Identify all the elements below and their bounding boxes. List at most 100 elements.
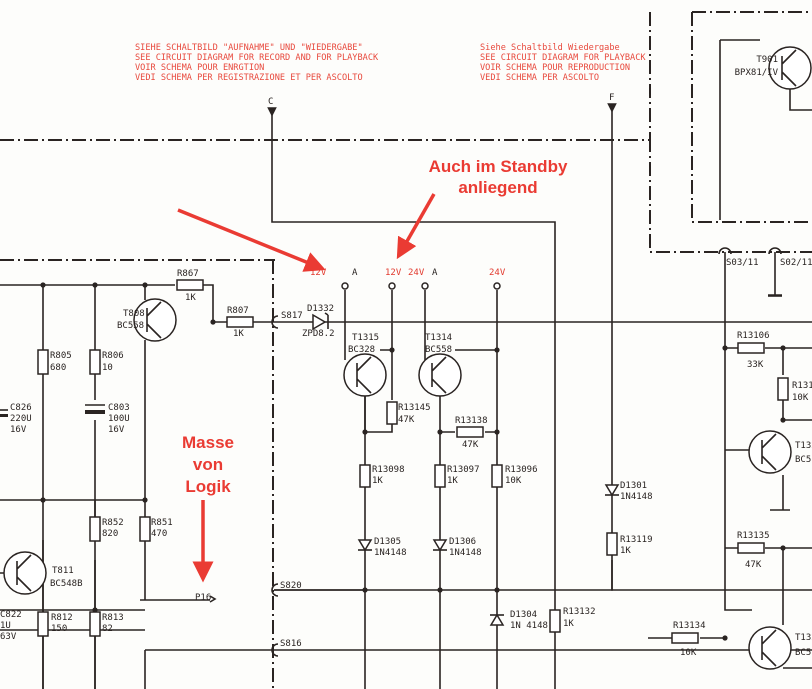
component-label-r807: 1K: [233, 329, 244, 339]
note-record-playback-line: VOIR SCHEMA POUR ENRGTION: [135, 63, 264, 73]
transistor-t132-upper: [748, 430, 792, 474]
junction-dot: [362, 587, 368, 593]
transistor-t1314: [418, 353, 462, 397]
annotation-text: Logik: [185, 477, 231, 496]
resistor-r812: [37, 611, 49, 637]
component-label-r13135: 47K: [745, 560, 762, 570]
connector-sockets: [209, 247, 782, 657]
component-label-d1332: D1332: [307, 304, 334, 314]
component-label-r812: 150: [51, 624, 67, 634]
resistor-r13119: [606, 532, 618, 556]
component-label-c803: C803: [108, 403, 130, 413]
connector-label: P16: [195, 593, 211, 603]
component-label-c822: 63V: [0, 632, 17, 642]
component-label-t1314: T1314: [425, 333, 452, 343]
component-label-r13145: 47K: [398, 415, 415, 425]
component-label-r813: 82: [102, 624, 113, 634]
component-label-t132: BC5: [795, 455, 811, 465]
resistor-r13135: [737, 542, 765, 554]
component-label-r13098: R13098: [372, 465, 405, 475]
component-label-r13119: R13119: [620, 535, 653, 545]
note-playback-line: VOIR SCHEMA POUR REPRODUCTION: [480, 63, 630, 73]
component-label-r13145: R13145: [398, 403, 431, 413]
component-label-d1301: 1N4148: [620, 492, 653, 502]
annotation-standby: Auch im Standby anliegend: [429, 157, 568, 197]
transistor-t1315: [343, 353, 387, 397]
component-label-r13134: R13134: [673, 621, 706, 631]
component-label-r13138: R13138: [455, 416, 488, 426]
component-label-r813: R813: [102, 613, 124, 623]
arrow-to-12v: [396, 193, 436, 260]
component-label-t808: BC558: [117, 321, 144, 331]
resistor-r806: [89, 349, 101, 375]
component-label-c803: 100U: [108, 414, 130, 424]
diode-d1305: [357, 539, 373, 552]
annotation-arrows: [177, 193, 436, 583]
component-label-r13097: 1K: [447, 476, 458, 486]
component-label-d1305: D1305: [374, 537, 401, 547]
connector-label: C: [268, 97, 273, 107]
junction-dot: [494, 347, 500, 353]
supply-label: 24V: [489, 268, 506, 278]
junction-dot: [494, 587, 500, 593]
component-label-t132: T132: [795, 633, 812, 643]
resistor-r851: [139, 516, 151, 542]
component-label-d1301: D1301: [620, 481, 647, 491]
connector-label: S817: [281, 311, 303, 321]
supply-label: A: [352, 268, 358, 278]
capacitor-c826: [0, 409, 8, 417]
junction-dot: [722, 345, 728, 351]
component-label-r806: R806: [102, 351, 124, 361]
component-label-r852: 820: [102, 529, 118, 539]
component-label-r1310: R1310: [792, 381, 812, 391]
component-label-d1304: 1N 4148: [510, 621, 548, 631]
component-label-d1305: 1N4148: [374, 548, 407, 558]
diode-d1304: [489, 613, 505, 626]
resistor-r13096: [491, 464, 503, 488]
junction-dot: [437, 429, 443, 435]
transistor-t811: [3, 551, 47, 595]
component-label-c826: C826: [10, 403, 32, 413]
component-label-r867: 1K: [185, 293, 196, 303]
resistor-r867: [176, 279, 204, 291]
component-label-r812: R812: [51, 613, 73, 623]
zener-diode-d1332: [312, 312, 329, 331]
transistor-t808: [133, 298, 177, 342]
transistor-t132-lower: [748, 626, 792, 670]
component-label-t901: BPX81/IV: [735, 68, 779, 78]
junction-dot: [780, 545, 786, 551]
supply-label: 24V: [408, 268, 425, 278]
component-label-r851: 470: [151, 529, 167, 539]
component-label-d1306: D1306: [449, 537, 476, 547]
supply-terminals: [341, 282, 501, 290]
junction-dot: [494, 429, 500, 435]
junction-dot: [780, 345, 786, 351]
component-label-d1306: 1N4148: [449, 548, 482, 558]
component-label-c822: 1U: [0, 621, 11, 631]
component-label-r13106: 33K: [747, 360, 764, 370]
resistor-r13145: [386, 401, 398, 425]
component-label-r807: R807: [227, 306, 249, 316]
transistor-t901: [768, 46, 812, 90]
arrow-to-12v-a: [177, 208, 326, 272]
component-label-t1315: T1315: [352, 333, 379, 343]
resistor-r813: [89, 611, 101, 637]
component-label-d1304: D1304: [510, 610, 537, 620]
note-record-playback-line: SIEHE SCHALTBILD "AUFNAHME" UND "WIEDERG…: [135, 43, 363, 53]
component-label-r806: 10: [102, 363, 113, 373]
supply-label: A: [432, 268, 438, 278]
annotation-text: von: [193, 455, 223, 474]
component-label-t132: T132: [795, 441, 812, 451]
component-label-t1315: BC328: [348, 345, 375, 355]
component-label-r13096: 10K: [505, 476, 522, 486]
component-label-r13132: R13132: [563, 607, 596, 617]
component-label-r13138: 47K: [462, 440, 479, 450]
component-label-c822: C822: [0, 610, 22, 620]
resistor-r13106: [737, 342, 765, 354]
component-label-r851: R851: [151, 518, 173, 528]
component-label-r13119: 1K: [620, 546, 631, 556]
component-label-t808: T808: [123, 309, 145, 319]
component-label-r13134: 10K: [680, 648, 697, 658]
diode-d1306: [432, 539, 448, 552]
resistor-r13138: [456, 426, 484, 438]
